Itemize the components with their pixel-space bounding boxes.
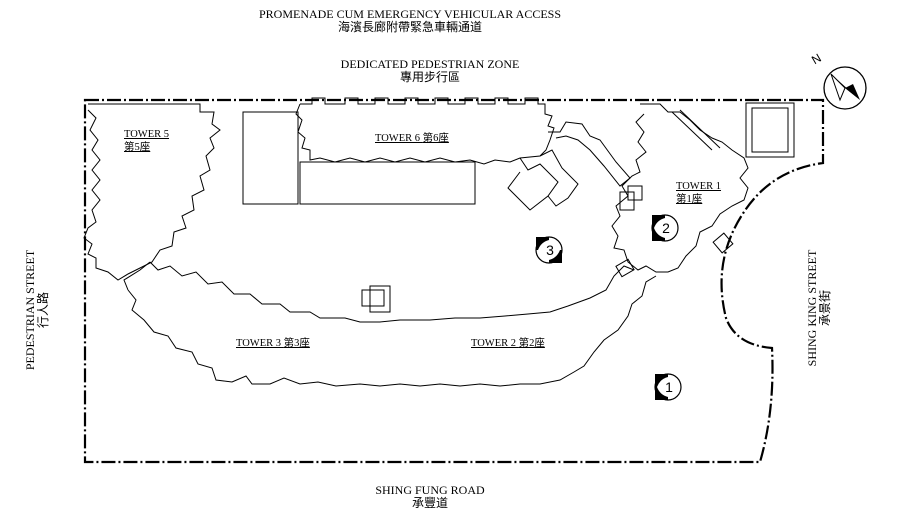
north-arrow-icon (823, 66, 867, 110)
tower-3-label: TOWER 3 第3座 (236, 338, 310, 349)
marker-2 (651, 214, 679, 242)
pedestrian-zone-label: DEDICATED PEDESTRIAN ZONE 專用步行區 (340, 57, 520, 84)
tower-2-label: TOWER 2 第2座 (471, 338, 545, 349)
tower-5-outline (83, 103, 221, 281)
marker-3 (535, 236, 563, 264)
bottom-road-label: SHING FUNG ROAD 承豐道 (375, 483, 485, 510)
left-street-label: PEDESTRIAN STREET 行人路 (23, 249, 50, 371)
site-boundary (83, 98, 825, 464)
top-road-label: PROMENADE CUM EMERGENCY VEHICULAR ACCESS… (258, 7, 562, 34)
tower-3-2-outline (123, 261, 657, 387)
marker-1 (654, 373, 682, 401)
marker-1-number: 1 (665, 379, 673, 395)
tower-6-label: TOWER 6 第6座 (375, 133, 449, 144)
tower-1-label: TOWER 1 第1座 (676, 181, 722, 205)
tower-1-outline (611, 103, 749, 273)
marker-3-number: 3 (546, 242, 554, 258)
marker-2-number: 2 (662, 220, 670, 236)
tower-5-label: TOWER 5 第5座 (124, 129, 170, 153)
right-street-label: SHING KING STREET 承景街 (805, 249, 832, 367)
tower-6-outline (242, 97, 631, 211)
